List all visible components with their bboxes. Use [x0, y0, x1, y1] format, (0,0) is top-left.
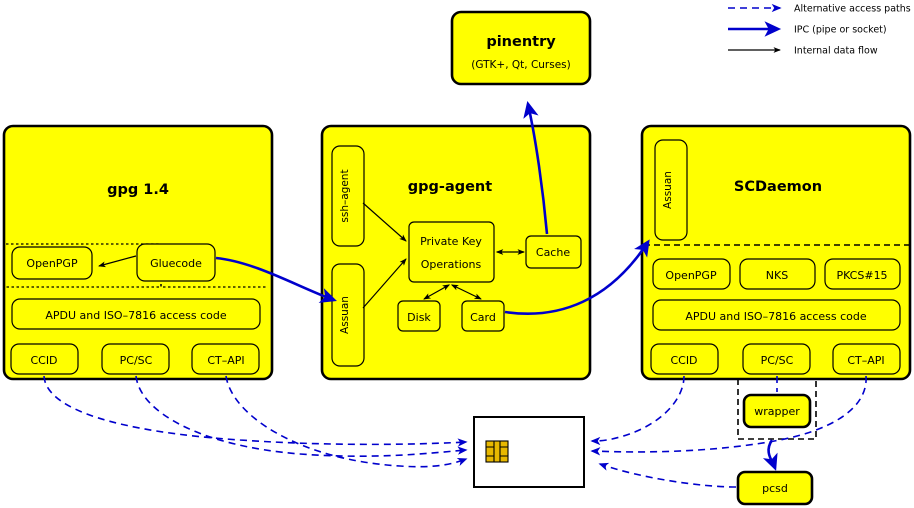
scdaemon-ccid-to-card-path — [590, 375, 685, 446]
pinentry-box[interactable]: pinentry (GTK+, Qt, Curses) — [450, 10, 592, 86]
wrapper-rect[interactable] — [742, 393, 812, 429]
gpg-reader-ctapi-label: CT–API — [207, 354, 244, 367]
scdaemon-reader-ccid-rect[interactable] — [650, 343, 719, 375]
gpg-reader-ccid-rect[interactable] — [10, 343, 79, 375]
scdaemon-reader-ctapi-rect[interactable] — [832, 343, 901, 375]
pcsd-group[interactable]: pcsd — [736, 470, 814, 506]
legend-item-ipc: IPC (pipe or socket) — [728, 21, 887, 37]
ssh-agent-to-pko-arrow — [362, 202, 407, 242]
gpg-gluecode-label: Gluecode — [150, 257, 202, 270]
scdaemon-assuan-label: Assuan — [662, 171, 674, 209]
scdaemon-apdu-rect[interactable] — [652, 299, 901, 331]
gpg-ctapi-to-card-path — [225, 375, 468, 468]
legend-item-alternative: Alternative access paths — [728, 4, 911, 15]
scdaemon-reader-ccid-label: CCID — [670, 354, 697, 367]
wrapper-to-pcsd-ipc-arrow — [762, 439, 778, 471]
private-key-ops-line1: Private Key — [420, 235, 482, 248]
pko-to-card-arrow — [450, 284, 482, 300]
pko-to-disk-arrow — [423, 284, 451, 300]
assuan-to-pko-arrow — [362, 258, 407, 309]
gpg-openpgp-rect[interactable] — [11, 246, 93, 280]
scdaemon-app-openpgp-label: OpenPGP — [665, 269, 717, 282]
ssh-agent-label: ssh–agent — [339, 169, 351, 222]
private-key-ops-rect[interactable] — [408, 221, 495, 283]
gpg-openpgp-label: OpenPGP — [26, 257, 78, 270]
gpg-box[interactable]: gpg 1.4 OpenPGP Gluecode APDU and ISO–78… — [2, 124, 274, 381]
private-key-ops-line2: Operations — [421, 258, 482, 271]
disk-rect[interactable] — [397, 300, 441, 332]
agent-to-scdaemon-ipc-arrow — [504, 239, 650, 315]
agent-assuan-rect[interactable] — [331, 263, 365, 367]
gpg-reader-pcsc-label: PC/SC — [120, 354, 153, 367]
scdaemon-reader-ctapi-label: CT–API — [847, 354, 884, 367]
gpg-title: gpg 1.4 — [107, 182, 169, 198]
gpg-reader-ccid-label: CCID — [30, 354, 57, 367]
gpg-reader-pcsc-rect[interactable] — [101, 343, 170, 375]
gpg-ccid-to-card-path — [43, 375, 468, 447]
cache-rect[interactable] — [525, 235, 582, 269]
gpg-agent-box[interactable]: gpg-agent ssh–agent Assuan Private Key O… — [320, 124, 592, 381]
ssh-agent-rect[interactable] — [331, 145, 365, 247]
legend-label-ipc: IPC (pipe or socket) — [794, 25, 887, 36]
legend: Alternative access paths IPC (pipe or so… — [728, 4, 911, 57]
pinentry-title: pinentry — [486, 34, 556, 50]
scdaemon-box[interactable]: SCDaemon Assuan OpenPGP NKS PKCS#15 APDU… — [640, 124, 912, 381]
pcsd-label: pcsd — [762, 482, 788, 495]
scdaemon-reader-pcsc-rect[interactable] — [742, 343, 811, 375]
scdaemon-reader-pcsc-label: PC/SC — [761, 354, 794, 367]
gpg-agent-title: gpg-agent — [408, 179, 492, 195]
legend-item-internal: Internal data flow — [728, 46, 878, 57]
agent-to-pinentry-ipc-arrow — [523, 100, 549, 235]
scdaemon-ctapi-to-card-path — [590, 375, 867, 456]
scdaemon-app-nks-label: NKS — [766, 269, 788, 282]
gpg-reader-ctapi-rect[interactable] — [191, 343, 260, 375]
legend-label-internal: Internal data flow — [794, 46, 878, 57]
card-rect[interactable] — [461, 300, 505, 332]
pinentry-subtitle: (GTK+, Qt, Curses) — [471, 59, 571, 71]
wrapper-dashed-region — [737, 379, 817, 440]
wrapper-group[interactable]: wrapper — [737, 379, 817, 440]
card-label: Card — [470, 311, 496, 324]
disk-label: Disk — [407, 311, 431, 324]
gpg-to-agent-ipc-arrow — [215, 256, 337, 303]
legend-label-alternative: Alternative access paths — [794, 4, 911, 15]
scdaemon-app-openpgp-rect[interactable] — [652, 258, 731, 290]
scdaemon-apdu-label: APDU and ISO–7816 access code — [685, 310, 867, 323]
gpg-gluecode-rect[interactable] — [136, 243, 216, 282]
scdaemon-title: SCDaemon — [734, 179, 822, 195]
pcsd-to-card-path — [598, 462, 737, 488]
scdaemon-app-pkcs15-label: PKCS#15 — [836, 269, 887, 282]
scdaemon-assuan-rect[interactable] — [654, 139, 688, 241]
gpg-pcsc-to-card-path — [135, 375, 468, 457]
gluecode-to-openpgp-arrow — [98, 255, 137, 268]
pcsd-rect[interactable] — [736, 470, 814, 506]
smartcard-chip-icon — [485, 440, 509, 463]
wrapper-label: wrapper — [754, 405, 800, 418]
gpg-apdu-rect[interactable] — [11, 298, 261, 330]
smartcard[interactable] — [473, 416, 585, 488]
cache-label: Cache — [536, 246, 570, 259]
scdaemon-app-pkcs15-rect[interactable] — [824, 258, 901, 290]
agent-assuan-label: Assuan — [339, 296, 351, 334]
gpg-apdu-label: APDU and ISO–7816 access code — [45, 309, 227, 322]
pinentry-rect[interactable] — [450, 10, 592, 86]
scdaemon-app-nks-rect[interactable] — [739, 258, 816, 290]
